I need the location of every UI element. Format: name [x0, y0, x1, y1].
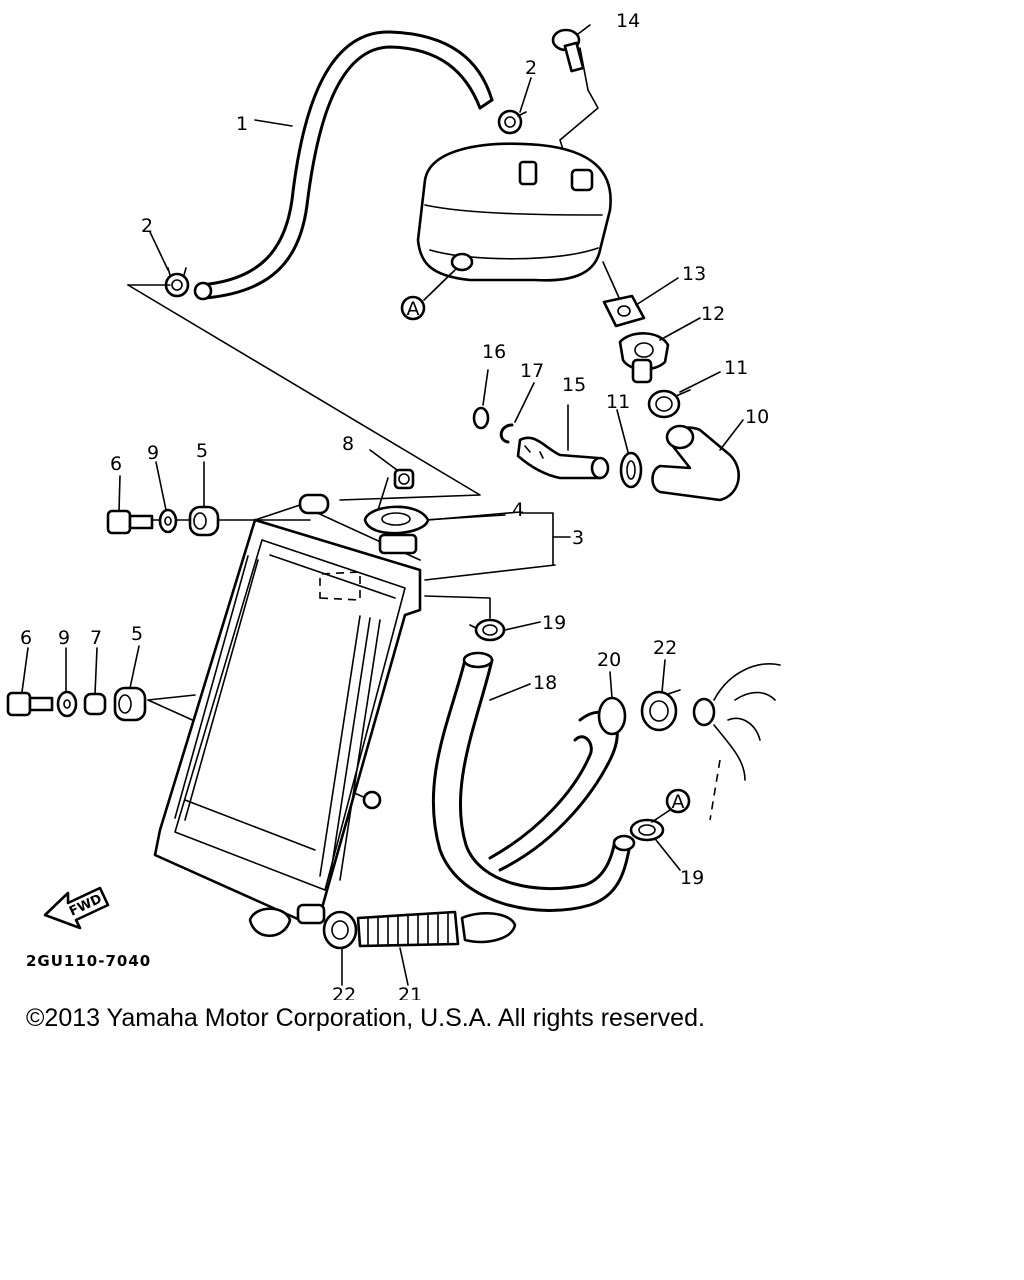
callout-22: 22 — [653, 637, 677, 659]
hose-clamp-2-top — [497, 109, 527, 135]
hose-18 — [431, 651, 636, 912]
lower-mount-hardware — [6, 686, 147, 722]
radiator — [153, 493, 422, 937]
connector-mark-a-top: A — [400, 269, 456, 321]
callout-18: 18 — [533, 672, 557, 694]
callout-17: 17 — [520, 360, 544, 382]
radiator-cap-4 — [363, 505, 521, 555]
corrugated-pipe-21 — [356, 910, 517, 948]
hose-10-elbow — [651, 424, 740, 502]
callout-8: 8 — [342, 433, 354, 455]
leader-lines — [127, 284, 556, 801]
bolt-8 — [393, 468, 415, 490]
callout-6: 6 — [20, 627, 32, 649]
fitting-12 — [618, 332, 670, 384]
callout-labels: 1 2 2 3 4 5 5 6 6 7 8 9 9 10 11 11 12 13… — [20, 10, 769, 1000]
callout-1: 1 — [236, 113, 248, 135]
hose-clamp-11-lower — [619, 451, 643, 489]
hose-clamp-22-bottom — [322, 910, 358, 950]
callout-9: 9 — [58, 627, 70, 649]
o-ring-16 — [472, 406, 490, 430]
connector-mark-a-bottom: A — [651, 788, 691, 823]
forward-direction-arrow: FWD — [43, 886, 110, 930]
gasket-13 — [602, 294, 646, 328]
hose-20 — [488, 696, 627, 872]
hose-clamp-19-lower — [629, 818, 665, 842]
coolant-reservoir-tank — [416, 142, 621, 301]
diagram-code: 2GU110-7040 — [26, 952, 151, 970]
hose-1 — [193, 30, 494, 301]
callout-21: 21 — [398, 984, 422, 1000]
pipe-15 — [516, 436, 610, 480]
copyright-notice: ©2013 Yamaha Motor Corporation, U.S.A. A… — [26, 1004, 705, 1032]
callout-3: 3 — [572, 527, 584, 549]
hose-clamp-22-right — [640, 689, 681, 732]
callout-4: 4 — [512, 499, 524, 521]
connector-mark-label: A — [672, 791, 685, 813]
callout-10: 10 — [745, 406, 769, 428]
callout-9: 9 — [147, 442, 159, 464]
callout-leaders — [21, 24, 744, 986]
hose-clamp-2-left — [164, 267, 190, 298]
callout-16: 16 — [482, 341, 506, 363]
connector-mark-label: A — [407, 298, 420, 320]
callout-13: 13 — [682, 263, 706, 285]
callout-19: 19 — [542, 612, 566, 634]
circlip-17 — [499, 423, 514, 444]
callout-11: 11 — [724, 357, 748, 379]
bolt-14 — [551, 28, 599, 179]
callout-22: 22 — [332, 984, 356, 1000]
callout-12: 12 — [701, 303, 725, 325]
callout-15: 15 — [562, 374, 586, 396]
callout-6: 6 — [110, 453, 122, 475]
callout-19: 19 — [680, 867, 704, 889]
callout-11: 11 — [606, 391, 630, 413]
callout-2: 2 — [141, 215, 153, 237]
hose-clamp-19-upper — [469, 618, 506, 642]
radiator-hose-exploded-diagram: A A FWD 2GU110-7040 — [6, 10, 781, 1000]
callout-7: 7 — [90, 627, 102, 649]
callout-5: 5 — [131, 623, 143, 645]
hose-clamp-11-upper — [647, 389, 691, 419]
engine-outlet-fitting — [692, 663, 781, 821]
callout-5: 5 — [196, 440, 208, 462]
callout-20: 20 — [597, 649, 621, 671]
callout-2: 2 — [525, 57, 537, 79]
callout-14: 14 — [616, 10, 640, 32]
upper-mount-hardware — [106, 505, 220, 537]
